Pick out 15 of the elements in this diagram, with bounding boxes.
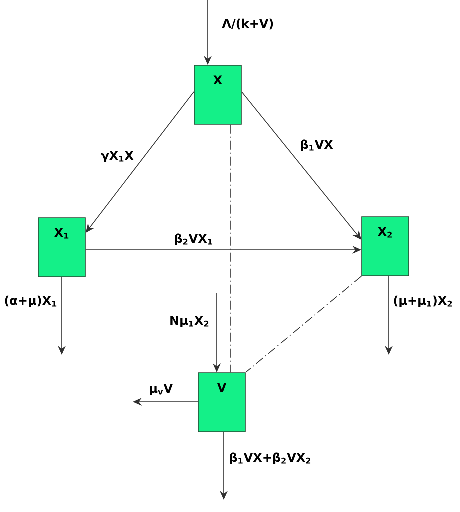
edge-label: γX$_{1}$X <box>100 150 135 164</box>
compartment-box: X$_{2}$ <box>362 216 410 276</box>
edge-label: (μ+μ$_{1}$)X$_{2}$ <box>392 294 454 309</box>
compartment-box: X <box>194 65 242 125</box>
edge-label: β$_{2}$VX$_{1}$ <box>173 232 214 246</box>
edge-label: β$_{1}$VX+β$_{2}$VX$_{2}$ <box>228 452 313 466</box>
edge-label: μ$_{v}$V <box>148 383 174 396</box>
edge-label: Λ/(k+V) <box>221 18 276 31</box>
dash-dot-line <box>246 276 362 373</box>
compartment-box: X$_{1}$ <box>38 218 86 278</box>
edge-label: Nμ$_{1}$X$_{2}$ <box>168 315 211 329</box>
edge-label: (α+μ)X$_{1}$ <box>3 294 59 309</box>
dash-dot-line <box>230 124 232 373</box>
compartment-box: V <box>198 372 246 432</box>
edge-label: β$_{1}$VX <box>299 138 334 152</box>
